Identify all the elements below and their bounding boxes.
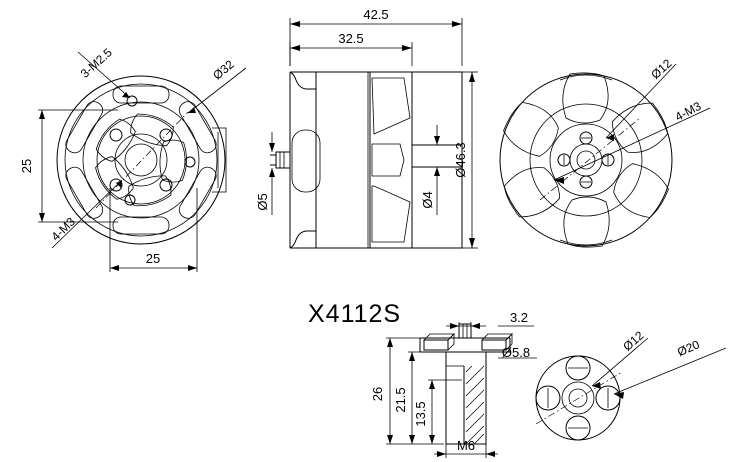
- dim-42-5: 42.5: [289, 7, 463, 66]
- adapter-face-view: [535, 355, 623, 441]
- dim-25-horizontal: 25: [109, 188, 198, 272]
- dim-25-vertical: 25: [19, 109, 118, 223]
- dim-d5: Ø5: [255, 132, 275, 215]
- label-d12-top: Ø12: [648, 56, 674, 82]
- dim-13-5-text: 13.5: [413, 401, 428, 426]
- page-title: X4112S: [308, 300, 401, 328]
- label-3-m25: 3-M2.5: [78, 45, 115, 81]
- bell-vent-group: [503, 72, 669, 248]
- dim-26: 26: [370, 337, 444, 445]
- label-4-m3-bottom: 4-M3: [49, 214, 79, 243]
- label-d20-detail: Ø20: [675, 337, 702, 359]
- side-section-view: 42.5 32.5 Ø46.3 Ø4: [255, 7, 478, 249]
- dim-21-5-text: 21.5: [393, 387, 408, 412]
- bell-rim-scallop-group: [559, 74, 613, 246]
- dim-21-5: 21.5: [393, 351, 444, 444]
- dim-m6: M6: [434, 438, 498, 458]
- dim-25-horizontal-text: 25: [146, 251, 160, 266]
- dim-d46-3-text: Ø46.3: [453, 142, 468, 177]
- label-4-m3-top: 4-M3: [673, 99, 704, 124]
- bottom-mount-view: 3-M2.5 Ø32 4-M3 25 25: [19, 45, 247, 272]
- top-bell-view: Ø12 4-M3: [499, 56, 711, 248]
- dim-3-2-text: 3.2: [510, 310, 528, 325]
- dim-m6-text: M6: [457, 438, 475, 453]
- dim-3-2: 3.2: [446, 310, 534, 330]
- dim-26-text: 26: [370, 387, 385, 401]
- inner-pocket-group: [95, 113, 187, 207]
- m25-hole-group: [124, 95, 196, 206]
- dim-d5-text: Ø5: [255, 193, 270, 210]
- label-d32: Ø32: [210, 57, 237, 83]
- m3-hole-group: [109, 128, 173, 192]
- dim-25-vertical-text: 25: [19, 159, 34, 173]
- prop-adapter-detail: 26 21.5 13.5 M6: [370, 310, 727, 458]
- section-hatch: [465, 365, 485, 445]
- dim-42-5-text: 42.5: [363, 7, 388, 22]
- dim-13-5: 13.5: [413, 379, 462, 444]
- dim-32-5: 32.5: [289, 31, 413, 66]
- label-d12-detail: Ø12: [620, 328, 647, 354]
- prop-hole-group: [557, 131, 615, 189]
- dim-d4: Ø4: [420, 125, 440, 215]
- stator-slot-group: [65, 85, 217, 235]
- dim-32-5-text: 32.5: [338, 31, 363, 46]
- dim-d4-text: Ø4: [420, 191, 435, 208]
- label-d5-8: Ø5.8: [502, 345, 530, 360]
- dim-d46-3: Ø46.3: [453, 71, 478, 249]
